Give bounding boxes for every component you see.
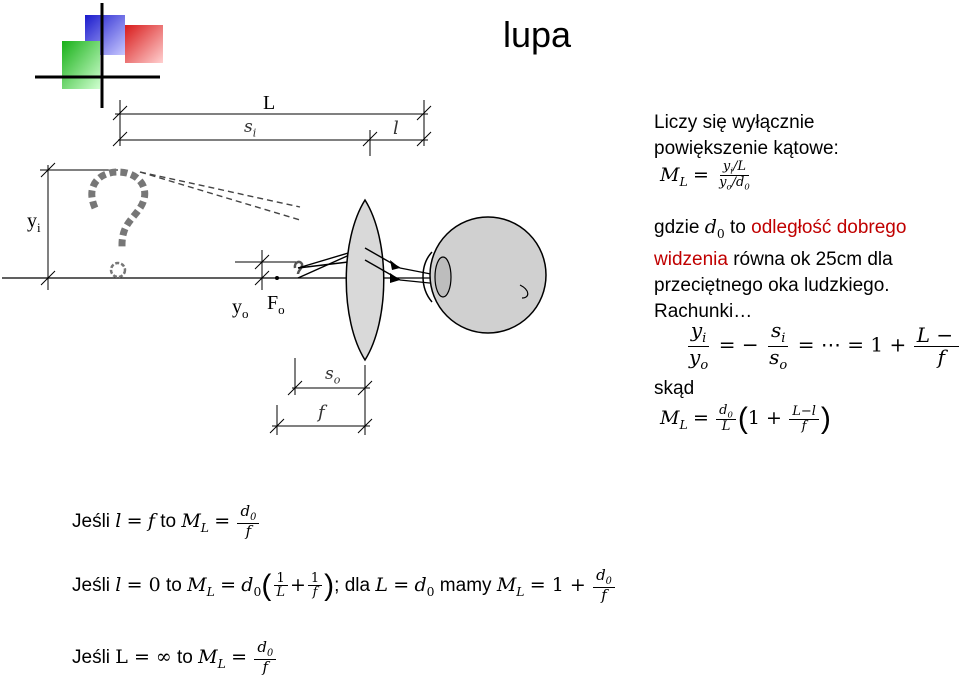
label-Fo: Fo	[267, 292, 285, 317]
object-small-question-mark	[293, 260, 304, 275]
definition-text: gdzie d0 to odległość dobrego widzenia r…	[654, 214, 954, 325]
label-L: L	[263, 92, 276, 114]
focal-point	[275, 276, 279, 280]
skad-label: skąd	[654, 378, 695, 399]
red-phrase-1: odległość dobrego	[751, 217, 907, 238]
label-f: f	[318, 402, 325, 423]
intro-line-2: powiększenie kątowe:	[654, 138, 839, 159]
slide-title: lupa	[503, 14, 572, 55]
eye-globe	[429, 216, 547, 334]
right-panel: Liczy się wyłącznie powiększenie kątowe:	[654, 110, 954, 162]
label-l: l	[393, 118, 399, 139]
label-si: si	[244, 117, 257, 140]
red-phrase-2: widzenia	[654, 248, 728, 270]
magnifier-diagram	[2, 100, 547, 435]
logo-green-square	[62, 41, 100, 89]
slide-logo	[35, 3, 163, 108]
intro-line-1: Liczy się wyłącznie	[654, 112, 815, 133]
dashed-ray-2	[139, 171, 301, 208]
label-so: so	[325, 364, 341, 387]
rachunki-label: Rachunki…	[654, 300, 753, 322]
logo-red-square	[125, 25, 163, 63]
label-yi: yi	[27, 210, 41, 235]
label-yo: yo	[232, 296, 249, 321]
converging-lens	[345, 198, 385, 362]
eye-lens	[434, 256, 452, 298]
dashed-ray-1	[139, 171, 301, 221]
virtual-image-question-mark	[88, 168, 149, 250]
